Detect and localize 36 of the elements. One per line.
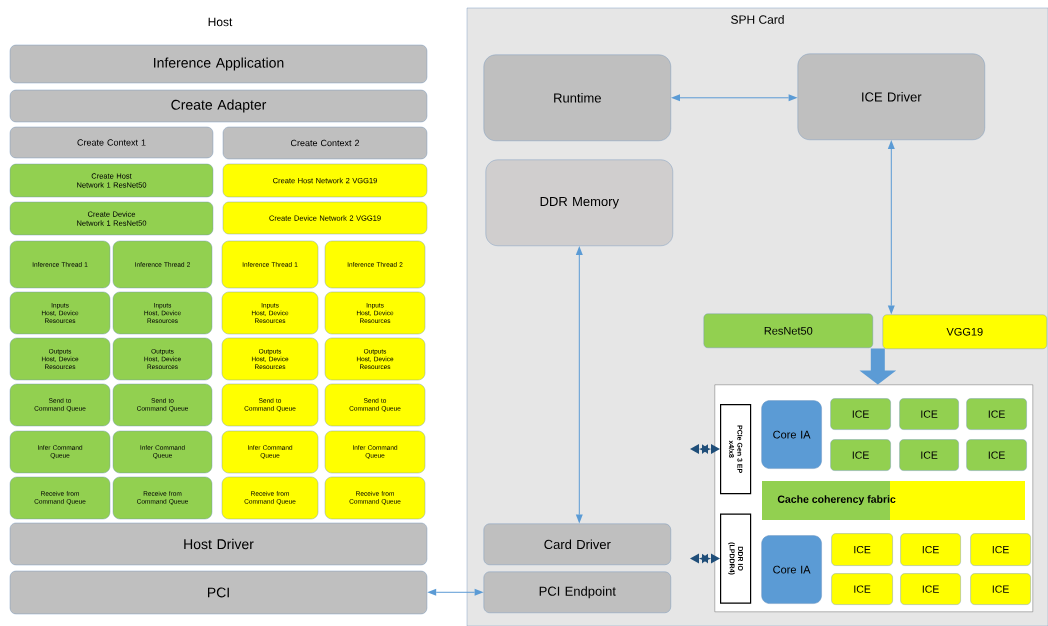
ice-block: ICE [831,533,893,566]
layer-box: Host Driver [9,522,428,566]
core-block: Core IA [761,400,822,469]
model-box: ResNet50 [703,313,873,348]
ice-block: ICE [966,398,1027,430]
process-box: Create Context 2 [222,126,428,160]
heading: Host [208,17,233,27]
arrow [427,588,484,596]
core-block: Core IA [761,535,822,604]
arrow [671,94,798,102]
ice-block: ICE [899,398,959,430]
process-box: Runtime [483,54,671,141]
process-box: Create Context 1 [9,126,214,159]
fabric-bar: Cache coherency fabric [762,481,1025,520]
process-box: ICE Driver [797,53,985,140]
layer-box: PCI [9,570,428,615]
ice-block: ICE [830,398,891,430]
ice-block: ICE [831,573,893,605]
process-box: PCI Endpoint [483,571,671,613]
arrow [690,444,720,455]
ice-block: ICE [899,439,959,471]
ice-block: ICE [830,439,891,471]
arrow [887,140,895,315]
ice-block: ICE [966,439,1027,471]
ice-block: ICE [900,533,961,566]
ice-block: ICE [970,533,1031,566]
ice-block: ICE [900,573,961,605]
layer-box: Inference Application [9,44,428,84]
model-box: VGG19 [882,314,1047,349]
ice-block: ICE [970,573,1031,605]
process-box: Card Driver [483,523,671,565]
process-box: DDR Memory [485,159,673,246]
arrow [575,246,583,524]
layer-box: Create Adapter [9,89,428,123]
arrow [690,553,720,564]
node-label: Cache coherency fabric [777,495,896,505]
